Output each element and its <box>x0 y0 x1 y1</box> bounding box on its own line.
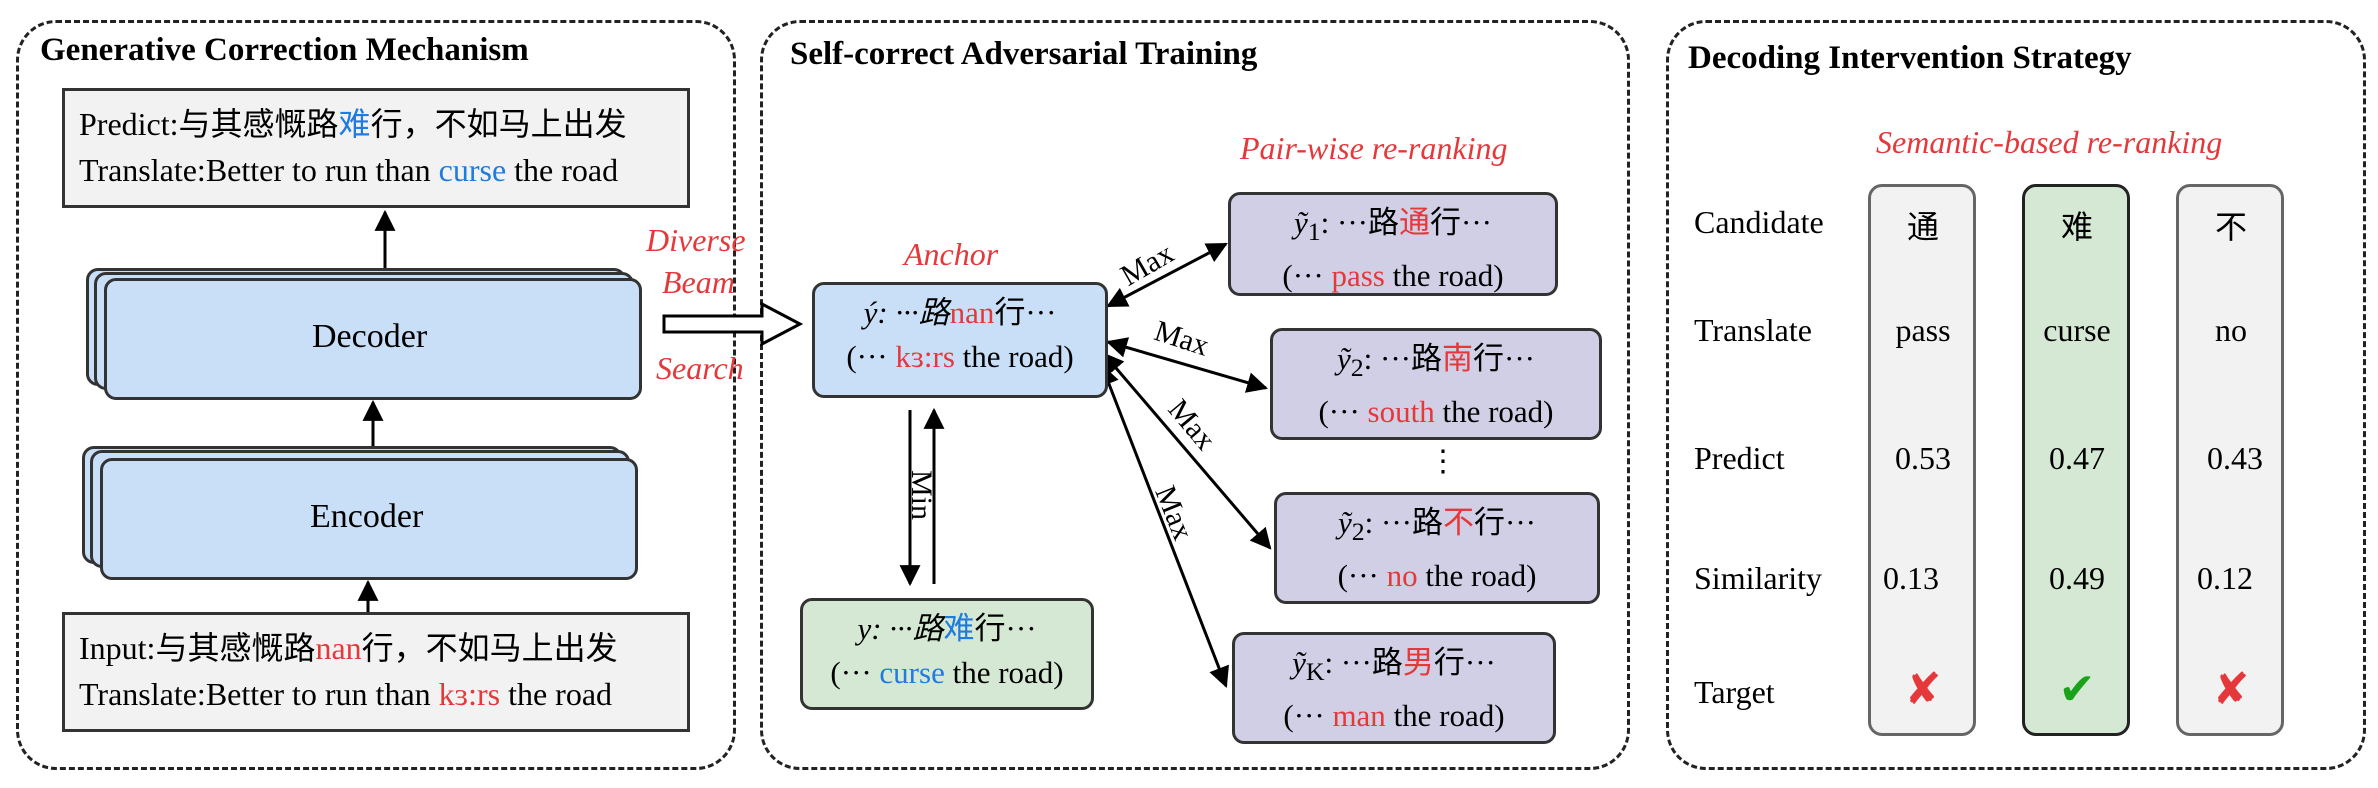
encoder-block <box>100 458 638 580</box>
anchor-line1: ý: ···路nan行··· <box>863 295 1057 330</box>
decoder-label: Decoder <box>312 318 428 355</box>
anchor-box: ý: ···路nan行··· (··· kɜ:rs the road) <box>812 282 1108 398</box>
cross-icon: ✘ <box>1904 664 1942 715</box>
check-icon: ✔ <box>2058 664 2096 715</box>
target-box: y: ···路难行··· (··· curse the road) <box>800 598 1094 710</box>
predict-line: Predict:与其感慨路难行，不如马上出发 <box>79 106 627 142</box>
panel-adversarial-training <box>760 20 1630 770</box>
input-box: Input:与其感慨路nan行，不如马上出发 Translate:Better … <box>62 612 690 732</box>
predict-box: Predict:与其感慨路难行，不如马上出发 Translate:Better … <box>62 88 690 208</box>
candidate-k-line1: ỹK: ···路男行··· <box>1292 645 1496 687</box>
row-label-similarity: Similarity <box>1694 560 1822 596</box>
column-candidate-2 <box>2022 184 2130 736</box>
semantic-reranking-label: Semantic-based re-ranking <box>1876 124 2223 160</box>
candidate-1-line2: (··· pass the road) <box>1282 258 1504 294</box>
candidate-1-line1: ỹ1: ···路通行··· <box>1293 205 1492 247</box>
input-line: Input:与其感慨路nan行，不如马上出发 <box>79 630 618 666</box>
beam-label-beam: Beam <box>662 264 735 300</box>
row-label-candidate: Candidate <box>1694 204 1824 240</box>
row-label-predict: Predict <box>1694 440 1785 476</box>
anchor-line2: (··· kɜ:rs the road) <box>846 339 1074 374</box>
candidate-3-line1: ỹ2: ···路不行··· <box>1337 505 1536 547</box>
cell-c2-predict: 0.47 <box>2049 440 2105 476</box>
candidate-box-k: ỹK: ···路男行··· (··· man the road) <box>1232 632 1556 744</box>
candidate-k-line2: (··· man the road) <box>1283 698 1505 734</box>
cell-c1-predict: 0.53 <box>1895 440 1951 476</box>
cell-c1-similarity: 0.13 <box>1883 560 1939 596</box>
candidate-2-line1: ỹ2: ···路南行··· <box>1336 341 1535 383</box>
decoder-block <box>104 278 642 400</box>
panel-decoding-intervention <box>1666 20 2366 770</box>
row-label-target: Target <box>1694 674 1775 710</box>
candidate-box-3: ỹ2: ···路不行··· (··· no the road) <box>1274 492 1600 604</box>
target-line1: y: ···路难行··· <box>857 611 1037 646</box>
panel-title-right: Decoding Intervention Strategy <box>1688 40 2132 76</box>
cell-c3-similarity: 0.12 <box>2197 560 2253 596</box>
cell-c3-candidate: 不 <box>2214 209 2247 245</box>
cell-c3-predict: 0.43 <box>2207 440 2263 476</box>
target-line2: (··· curse the road) <box>830 655 1064 690</box>
cell-c1-candidate: 通 <box>1906 209 1939 245</box>
candidate-2-line2: (··· south the road) <box>1318 394 1554 430</box>
candidate-3-line2: (··· no the road) <box>1337 558 1537 594</box>
encoder-label: Encoder <box>310 498 424 535</box>
candidate-box-2: ỹ2: ···路南行··· (··· south the road) <box>1270 328 1602 440</box>
candidate-box-1: ỹ1: ···路通行··· (··· pass the road) <box>1228 192 1558 296</box>
anchor-label: Anchor <box>904 236 999 272</box>
vertical-ellipsis: ⋮ <box>1428 445 1458 478</box>
input-translate-line: Translate:Better to run than kɜ:rs the r… <box>79 676 613 712</box>
cell-c2-translate: curse <box>2043 312 2111 348</box>
cell-c1-translate: pass <box>1895 312 1951 348</box>
beam-label-search: Search <box>656 350 744 386</box>
predict-translate-line: Translate:Better to run than curse the r… <box>79 152 619 188</box>
panel-title-left: Generative Correction Mechanism <box>40 32 529 68</box>
row-label-translate: Translate <box>1694 312 1812 348</box>
beam-label-diverse: Diverse <box>646 222 746 258</box>
cell-c3-translate: no <box>2215 312 2247 348</box>
cell-c2-candidate: 难 <box>2060 209 2093 245</box>
pairwise-label: Pair-wise re-ranking <box>1240 130 1508 166</box>
panel-generative-correction <box>16 20 736 770</box>
panel-title-middle: Self-correct Adversarial Training <box>790 36 1258 72</box>
min-label: Min <box>905 470 938 521</box>
column-candidate-1 <box>1868 184 1976 736</box>
cross-icon: ✘ <box>2212 664 2250 715</box>
cell-c2-similarity: 0.49 <box>2049 560 2105 596</box>
column-candidate-3 <box>2176 184 2284 736</box>
